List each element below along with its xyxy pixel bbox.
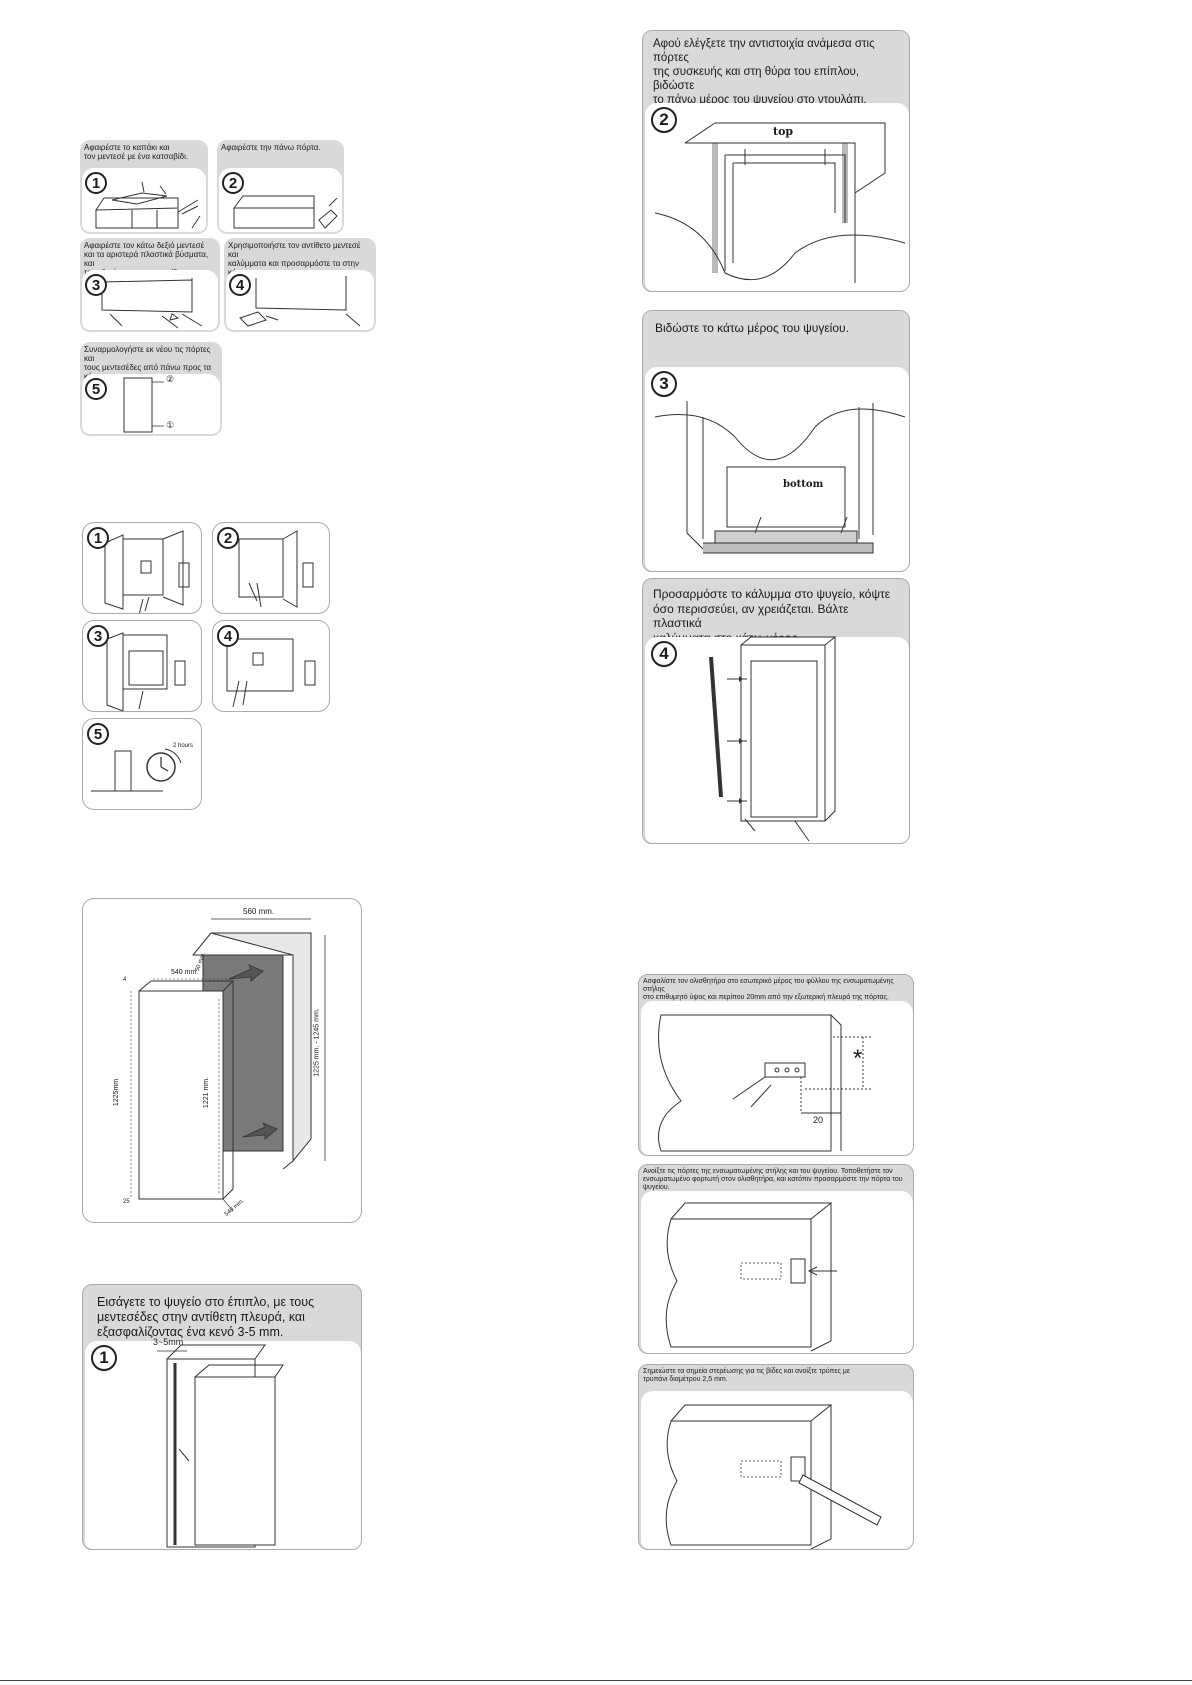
step-text: Αφαιρέστε την πάνω πόρτα. [221,143,321,152]
step-text: Ανοίξτε τις πόρτες της ενσωματωμένης στή… [643,1168,903,1191]
step-text: Χρησιμοποιήστε τον αντίθετο μεντεσέ και … [228,241,361,286]
dim-height-right: 1225 mm. - 1245 mm. [313,1008,321,1077]
fridge-top-screw-illustration [654,122,906,283]
step-number: 3 [87,625,109,647]
door-attach-illustration [665,1202,837,1352]
fridge-top-illustration [95,181,201,229]
fridge-bottom-illustration [239,276,361,327]
clock-label: 2 hours [173,743,194,749]
dimension-diagram: 560 mm. 50 mm. 540 mm. 4 1225mm 1221 mm.… [82,898,362,1223]
install-step-2: Αφού ελέγξετε την αντιστοιχία ανάμεσα στ… [642,30,910,292]
furniture-step-5: 2 hours 5 [82,718,202,810]
height-mark: * [853,1045,863,1072]
cabinet-door-illustration [106,632,186,711]
fridge-top-illustration [233,195,338,229]
dim-20: 20 [813,1115,824,1125]
step-text: Συναρμολογήστε εκ νέου τις πόρτες και το… [84,345,212,390]
fridge-door-illustration [123,377,164,433]
step-illustration [645,636,909,843]
step-number: 4 [217,625,239,647]
step-illustration [641,1191,913,1353]
furniture-step-3: 3 [82,620,202,712]
dim-height-left: 1225mm [113,1078,121,1107]
slider-mount-illustration [658,1014,873,1152]
cabinet-door-illustration [238,530,314,608]
fridge-cover-illustration [709,636,837,842]
step-number: 2 [651,107,677,133]
niche-dimensions-drawing [130,918,326,1212]
step-illustration: * 20 [641,1001,913,1155]
cabinet-door-illustration [104,530,190,613]
dim-height-inner: 1221 mm. [203,1076,211,1109]
step-text: Αφαιρέστε τον κάτω δεξιό μεντεσέ και τα … [84,241,209,286]
step-text: Προσαρμόστε το κάλυμμα στο ψυγείο, κόψτε… [653,587,891,645]
step-number: 4 [229,274,251,296]
gap-label: 3~5mm [153,1337,184,1347]
reversal-step-3: Αφαιρέστε τον κάτω δεξιό μεντεσέ και τα … [80,238,220,332]
slider-step-2: Ανοίξτε τις πόρτες της ενσωματωμένης στή… [638,1164,914,1354]
dim-top-gap: 4 [123,977,127,983]
step-number: 1 [91,1345,117,1371]
fridge-insert-illustration [157,1344,284,1548]
step-number: 5 [87,723,109,745]
step-number: 3 [85,274,107,296]
furniture-step-2: 2 [212,522,330,614]
dim-front-width: 540 mm. [171,969,199,976]
hinge-mark-upper: ② [166,374,175,384]
step-number: 1 [85,172,107,194]
step-illustration: top [645,103,909,291]
page-bottom-rule [0,1680,1192,1681]
reversal-step-4: Χρησιμοποιήστε τον αντίθετο μεντεσέ και … [224,238,376,332]
step-text: Ασφαλίστε τον ολισθητήρα στο εσωτερικό μ… [643,978,894,1001]
furniture-step-1: 1 [82,522,202,614]
step-number: 2 [217,527,239,549]
dim-top-width: 560 mm. [243,907,275,916]
step-text: Βιδώστε το κάτω μέρος του ψυγείου. [655,321,849,335]
step-illustration: bottom [645,367,909,571]
step-text: Σημειώστε τα σημεία στερέωσης για τις βί… [643,1368,850,1383]
step-number: 4 [651,641,677,667]
fridge-bottom-screw-illustration [654,401,906,554]
step-text: Αφού ελέγξετε την αντιστοιχία ανάμεσα στ… [653,38,875,106]
install-step-1: Εισάγετε το ψυγείο στο έπιπλο, με τους μ… [82,1284,362,1550]
slider-step-3: Σημειώστε τα σημεία στερέωσης για τις βί… [638,1364,914,1550]
step-number: 5 [85,378,107,400]
step-illustration [219,168,342,232]
hinge-mark-lower: ① [166,420,175,430]
reversal-step-2: Αφαιρέστε την πάνω πόρτα. 2 [217,140,344,234]
install-step-3: Βιδώστε το κάτω μέρος του ψυγείου. botto… [642,310,910,572]
step-text: Αφαιρέστε το καπάκι και τον μεντεσέ με έ… [84,143,189,161]
step-illustration [641,1391,913,1549]
step-text: Εισάγετε το ψυγείο στο έπιπλο, με τους μ… [97,1295,315,1339]
step-illustration [226,270,374,330]
fridge-bottom-illustration [101,278,203,329]
furniture-step-4: 4 [212,620,330,712]
label-top: top [773,125,794,138]
cabinet-door-illustration [226,638,316,708]
clock-illustration [91,748,182,792]
reversal-step-1: Αφαιρέστε το καπάκι και τον μεντεσέ με έ… [80,140,208,234]
drill-illustration [665,1404,882,1549]
step-number: 1 [87,527,109,549]
label-bottom: bottom [783,479,824,490]
reversal-step-5: Συναρμολογήστε εκ νέου τις πόρτες και το… [80,342,222,436]
slider-step-1: Ασφαλίστε τον ολισθητήρα στο εσωτερικό μ… [638,974,914,1156]
step-number: 2 [222,172,244,194]
dim-bottom-gap: 25 [123,1199,130,1205]
step-illustration: 3~5mm [85,1337,361,1549]
step-number: 3 [651,371,677,397]
install-step-4: Προσαρμόστε το κάλυμμα στο ψυγείο, κόψτε… [642,578,910,844]
